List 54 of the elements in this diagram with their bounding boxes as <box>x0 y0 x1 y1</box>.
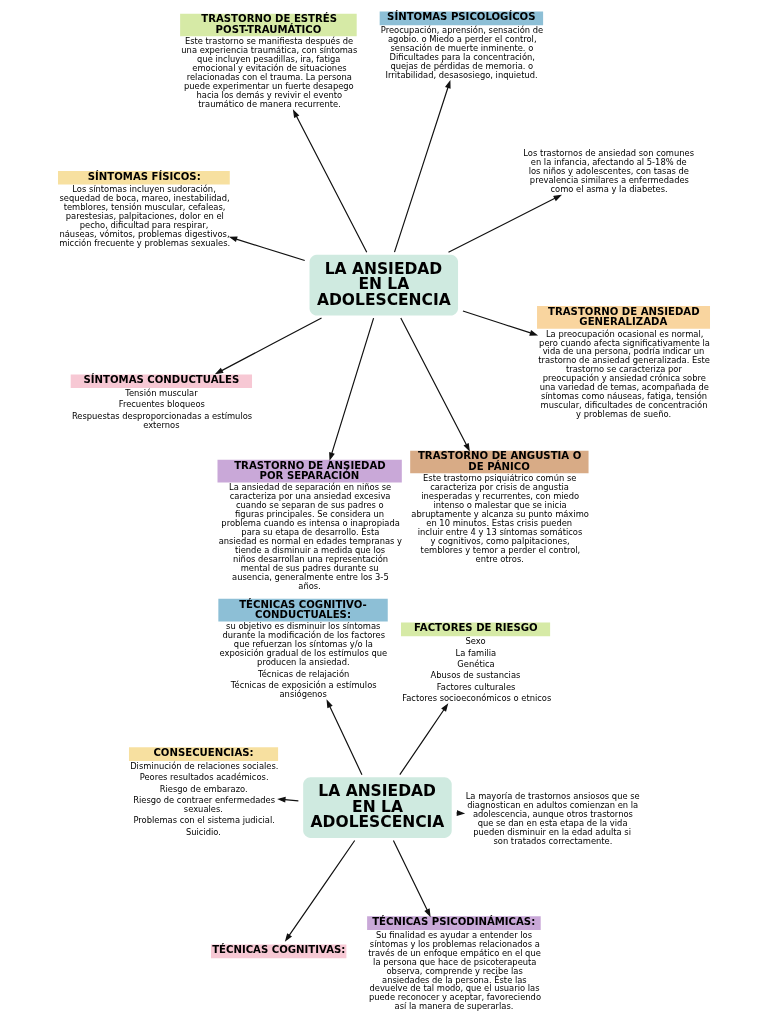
node-box: TRASTORNO DE ANSIEDAD GENERALIZADA <box>537 306 710 329</box>
node-label: Genética <box>457 658 495 669</box>
node-box: SÍNTOMAS CONDUCTUALES <box>70 374 253 389</box>
arrow <box>393 79 451 253</box>
node-label: Su finalidad es ayudar a entender los síntomas y los problemas relacionados a través de un enfoque empático en el que la persona que hace de psicoterapeuta observa, comprende y recibe las ansiedades de la persona. Éste las devuelve de tal modo, que el usuario las puede reconocer y aceptar, favoreciendo así la manera de superarlas. <box>368 929 542 1012</box>
node-label: Riesgo de embarazo. <box>159 783 248 794</box>
node-label: La ansiedad de separación en niños se caracteriza por una ansiedad excesiva cuando se separan de sus padres o figuras principales. Se considera un problema cuando es intensa o inapropiada para su etapa de desarrollo. Esta ansiedad es normal en edades tempranas y tiende a disminuir a medida que los niños desarrollan una representación mental de sus padres durante su ausencia, generalmente entre los 3-5 años. <box>218 482 403 591</box>
node-label: Frecuentes bloqueos <box>118 399 205 410</box>
arrow <box>228 236 306 262</box>
node-box: CONSECUENCIAS: <box>128 747 279 762</box>
node-label: Suicidio. <box>185 826 221 837</box>
node-box: TRASTORNO DE ANSIEDAD POR SEPARACIÓN <box>217 459 402 483</box>
arrow <box>277 796 299 803</box>
node-label: Tensión muscular <box>125 387 198 398</box>
node-label: Técnicas de exposición a estímulos ansiógenos <box>230 679 377 699</box>
node-label: Peores resultados académicos. <box>139 772 269 783</box>
node-label: Este trastorno psiquiátrico común se caracteriza por crisis de angustia inesperadas y recurrentes, con miedo intenso o malestar que se inicia abruptamente y alcanza su punto máximo en 10 minutos. Estas crisis pueden incluir entre 4 y 13 síntomas somáticos y cognitivos, como palpitaciones, temblores y temor a perder el control, entre otros. <box>411 473 589 564</box>
node-label: Factores socioeconómicos o etnicos <box>402 692 552 703</box>
node-label: Preocupación, aprensión, sensación de agobio. o Miedo a perder el control, sensación de muerte inminente. o Dificultades para la concentración, quejas de pérdidas de memoria. o Irritabilidad, desasosiego, inquietud. <box>380 25 544 80</box>
node-label: su objetivo es disminuir los síntomas durante la modificación de los factores que refuerzan los síntomas y/o la exposición gradual de los estímulos que producen la ansiedad. <box>219 621 388 668</box>
node-label: Disminución de relaciones sociales. <box>130 760 279 771</box>
node-label: Factores culturales <box>436 681 516 692</box>
node-label: Sexo <box>465 636 486 647</box>
node-label: La preocupación ocasional es normal, pero cuando afecta significativamente la vida de una persona, podría indicar un trastorno de ansiedad generalizada. Este trastorno se caracteriza por preocupación y ansiedad crónica sobre una variedad de temas, acompañada de síntomas como náuseas, fatiga, tensión muscular, dificultades de concentración y problemas de sueño. <box>538 328 710 420</box>
arrow <box>329 317 375 461</box>
node-box: SÍNTOMAS PSICOLOGÍCOS <box>379 11 544 26</box>
node-box: LA ANSIEDAD EN LA ADOLESCENCIA <box>303 777 452 838</box>
node-text: La mayoría de trastornos ansiosos que se diagnostican en adultos comienzan en la adolescencia, aunque otros trastornos que se dan en esta etapa de la vida pueden disminuir en la edad adulta si son tratados correctamente. <box>465 791 640 846</box>
node-label: Riesgo de contraer enfermedades sexuales. <box>133 794 276 814</box>
node-box: LA ANSIEDAD EN LA ADOLESCENCIA <box>309 254 459 316</box>
arrow <box>214 317 323 375</box>
node-box: SÍNTOMAS FÍSICOS: <box>58 170 230 185</box>
arrow <box>392 839 431 918</box>
node-label: Respuestas desproporcionadas a estímulos externos <box>71 410 253 430</box>
node-box: TÉCNICAS COGNITIVO-CONDUCTUALES: <box>218 598 388 622</box>
node-box: FACTORES DE RIESGO <box>401 622 551 637</box>
node-label: Este trastorno se manifiesta después de una experiencia traumática, con síntomas que incluyen pesadillas, ira, fatiga emocional y evitación de situaciones relacionadas con el trauma. La persona puede experimentar un fuerte desapego hacia los demás y revivir el evento traumático de manera recurrente. <box>181 36 358 109</box>
arrow <box>399 703 449 776</box>
node-label: Abusos de sustancias <box>430 670 521 681</box>
node-label: La familia <box>455 647 497 658</box>
arrow <box>292 109 368 253</box>
arrow <box>462 310 539 336</box>
node-box: TRASTORNO DE ESTRÉS POST-TRAUMÁTICO <box>180 13 357 37</box>
node-box: TÉCNICAS COGNITIVAS: <box>211 944 347 959</box>
node-label: Los síntomas incluyen sudoración, sequedad de boca, mareo, inestabilidad, temblores, tensión muscular, cefaleas, parestesias, palpitaciones, dolor en el pecho, dificultad para respirar, náuseas, vómitos, problemas digestivos, micción frecuente y problemas sexuales. <box>59 184 231 249</box>
node-label: Problemas con el sistema judicial. <box>133 815 275 826</box>
node-box: TÉCNICAS PSICODINÁMICAS: <box>367 916 541 930</box>
node-box: TRASTORNO DE ANGUSTIA O DE PÁNICO <box>410 450 589 474</box>
arrow <box>284 839 356 942</box>
arrow <box>447 194 562 253</box>
node-text: Los trastornos de ansiedad son comunes en la infancia, afectando al 5-18% de los niños y adolescentes, con tasas de prevalencia similares a enfermedades como el asma y la diabetes. <box>523 148 695 194</box>
arrow <box>326 699 363 776</box>
arrow <box>400 317 470 452</box>
node-label: Técnicas de relajación <box>258 668 350 679</box>
